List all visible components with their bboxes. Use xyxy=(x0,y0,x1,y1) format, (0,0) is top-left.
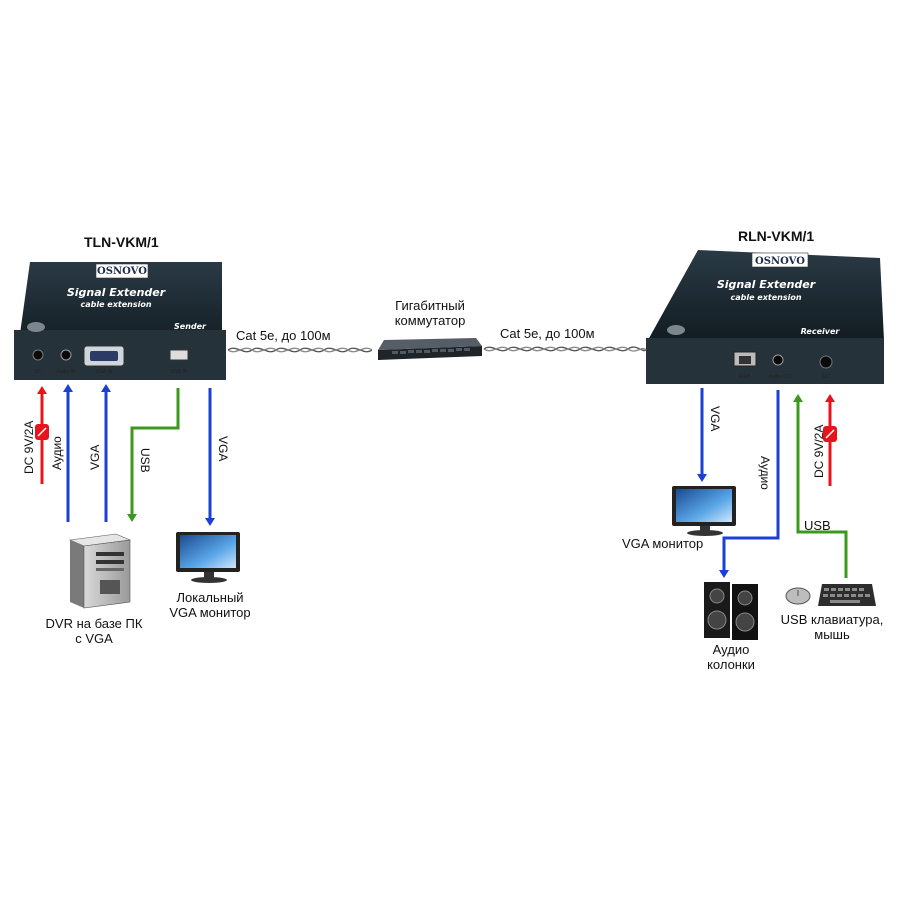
cable-right-label: Cat 5e, до 100м xyxy=(500,326,595,341)
speakers-icon xyxy=(704,582,758,640)
receiver-line2: cable extension xyxy=(730,293,801,302)
dc-port-icon xyxy=(32,349,44,361)
left-power-label: DC 9V/2A xyxy=(22,420,36,474)
local-monitor-icon xyxy=(176,532,240,583)
receiver-title: RLN-VKM/1 xyxy=(738,228,815,244)
usb-in-port-icon xyxy=(169,349,189,361)
receiver-line1: Signal Extender xyxy=(717,278,816,291)
pc-caption-line1: DVR на базе ПК xyxy=(45,616,143,631)
cable-left xyxy=(227,347,373,353)
usb-kbd-caption-line1: USB клавиатура, xyxy=(780,612,884,627)
port-audio-in-label: Audio IN xyxy=(56,369,76,375)
receiver-role: Receiver xyxy=(801,327,841,336)
right-vga-label: VGA xyxy=(708,406,722,432)
switch-label-line2: коммутатор xyxy=(394,313,466,328)
right-usb-label: USB xyxy=(804,518,831,533)
osnovo-logo xyxy=(95,263,149,279)
keyboard-icon xyxy=(818,584,876,606)
sender-title: TLN-VKM/1 xyxy=(84,234,159,250)
left-vga-label: VGA xyxy=(88,444,102,470)
plug-icon-left xyxy=(35,424,49,440)
sender-line2: cable extension xyxy=(80,300,151,309)
audio-in-port-icon xyxy=(60,349,72,361)
port-usb-in-label: USB IN xyxy=(171,369,188,375)
pc-tower-icon xyxy=(68,533,132,609)
right-power-label: DC 9V/2A xyxy=(812,424,826,478)
osnovo-logo-receiver xyxy=(751,252,809,268)
plug-icon-right xyxy=(823,426,837,442)
sender-line1: Signal Extender xyxy=(67,286,166,299)
local-monitor-caption-line1: Локальный xyxy=(176,590,244,605)
usb-arrow-right xyxy=(793,394,848,578)
local-monitor-caption: Локальный VGA монитор xyxy=(160,590,260,620)
speakers-caption: Аудио колонки xyxy=(696,642,766,672)
usb-kbd-caption: USB клавиатура, мышь xyxy=(770,612,894,642)
svg-text:OSNOVO: OSNOVO xyxy=(755,256,805,267)
left-usb-label: USB xyxy=(138,448,152,473)
right-audio-label: Аудио xyxy=(758,456,772,490)
audio-out-port-icon xyxy=(772,354,784,366)
gigabit-switch xyxy=(378,338,482,360)
vga-monitor-caption: VGA монитор xyxy=(622,536,704,551)
switch-label-line1: Гигабитный xyxy=(395,298,465,313)
pc-caption: DVR на базе ПК с VGA xyxy=(34,616,154,646)
cable-left-label: Cat 5e, до 100м xyxy=(236,328,331,343)
speakers-caption-line2: колонки xyxy=(707,657,755,672)
cable-right xyxy=(483,346,647,352)
dc-port-receiver-icon xyxy=(819,355,833,369)
mouse-icon xyxy=(785,587,811,605)
usb-kbd-caption-line2: мышь xyxy=(814,627,850,642)
port-dc-receiver-label: DC xyxy=(822,374,830,380)
svg-text:OSNOVO: OSNOVO xyxy=(97,266,147,277)
usb-arrow-left xyxy=(127,388,180,522)
audio-arrow-right xyxy=(719,390,780,578)
switch-label: Гигабитный коммутатор xyxy=(382,298,478,328)
port-audio-out-label: Audio OUT xyxy=(769,374,794,380)
port-vga-in-label: VGA IN xyxy=(96,369,113,375)
port-rj45-label: RJ45 xyxy=(739,374,751,380)
sender-device: OSNOVO Signal Extender cable extension S… xyxy=(14,262,226,380)
left-audio-label: Аудио xyxy=(50,436,64,470)
sender-role: Sender xyxy=(174,322,207,331)
port-dc-label: DC xyxy=(34,369,42,375)
vga-monitor-icon xyxy=(672,486,736,536)
speakers-caption-line1: Аудио xyxy=(712,642,750,657)
pc-caption-line2: с VGA xyxy=(75,631,113,646)
left-vga-out-label: VGA xyxy=(216,436,230,462)
local-monitor-caption-line2: VGA монитор xyxy=(169,605,251,620)
receiver-device: OSNOVO Signal Extender cable extension R… xyxy=(646,250,884,384)
